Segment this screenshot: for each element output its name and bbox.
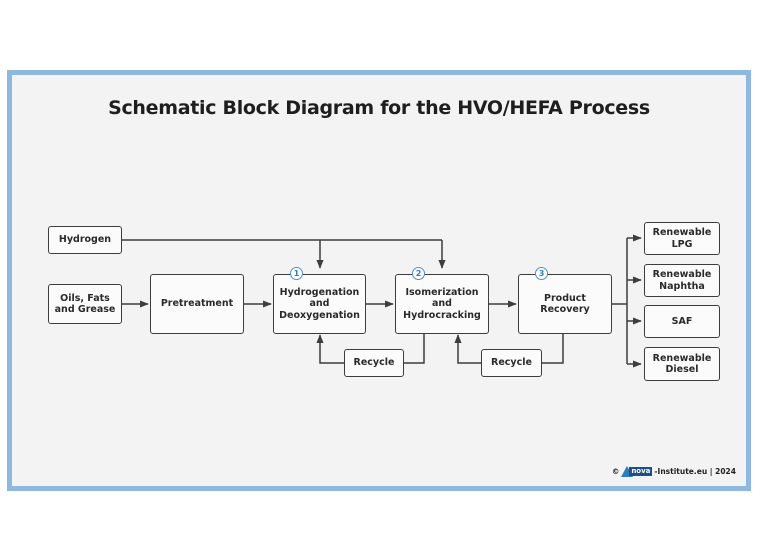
step-badge-1: 1: [290, 267, 303, 280]
connector-layer: [121, 234, 642, 368]
logo-text: nova: [629, 467, 653, 476]
step-badge-3: 3: [535, 267, 548, 280]
recycle2-loop: [542, 333, 564, 364]
naphtha-node: Renewable Naphtha: [644, 264, 720, 297]
diesel-node: Renewable Diesel: [644, 347, 720, 381]
lpg-node: Renewable LPG: [644, 222, 720, 255]
saf-node: SAF: [644, 305, 720, 338]
recycle1-return-arrow: [316, 334, 344, 364]
isomerization-node: Isomerization and Hydrocracking: [395, 274, 489, 334]
recycle1-node: Recycle: [344, 349, 404, 377]
recycle1-loop: [404, 333, 425, 364]
hydrogenation-node: Hydrogenation and Deoxygenation: [273, 274, 366, 334]
diagram-frame: Schematic Block Diagram for the HVO/HEFA…: [7, 70, 751, 491]
credit-line: © nova -Institute.eu | 2024: [612, 466, 736, 477]
recycle2-node: Recycle: [481, 349, 542, 377]
copyright-symbol: ©: [611, 467, 620, 476]
feedstock-node: Oils, Fats and Grease: [48, 284, 122, 324]
recovery-node: Product Recovery: [518, 274, 612, 334]
nova-logo: nova: [621, 466, 653, 477]
hydrogen-node: Hydrogen: [48, 226, 122, 254]
recycle2-return-arrow: [454, 334, 481, 364]
step-badge-2: 2: [412, 267, 425, 280]
logo-triangle-icon: [621, 466, 634, 477]
pretreatment-node: Pretreatment: [150, 274, 244, 334]
credit-text: -Institute.eu | 2024: [654, 467, 736, 476]
product-branch-line: [612, 238, 628, 364]
diagram-title: Schematic Block Diagram for the HVO/HEFA…: [108, 97, 650, 119]
